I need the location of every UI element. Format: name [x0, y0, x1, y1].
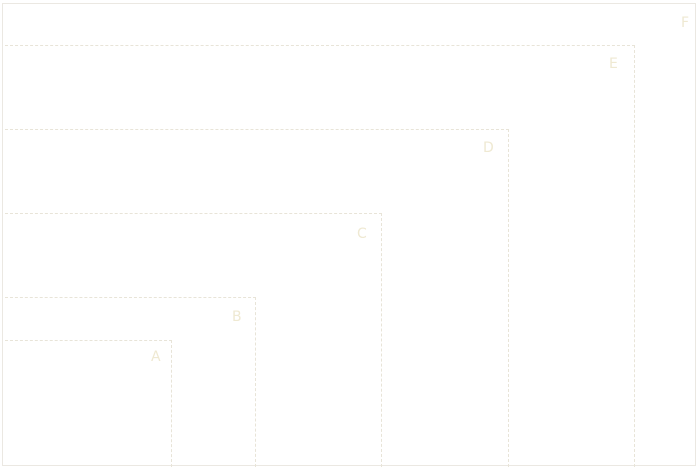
- box-a: [5, 340, 172, 467]
- label-f: F: [681, 15, 690, 31]
- outer-frame-f: [2, 3, 696, 466]
- box-d: [5, 129, 509, 467]
- box-e: [5, 45, 635, 467]
- label-c: C: [357, 226, 367, 242]
- label-e: E: [609, 56, 618, 72]
- label-d: D: [483, 140, 494, 156]
- label-b: B: [232, 309, 242, 325]
- box-c: [5, 213, 382, 467]
- label-a: A: [151, 349, 161, 365]
- box-b: [5, 297, 256, 467]
